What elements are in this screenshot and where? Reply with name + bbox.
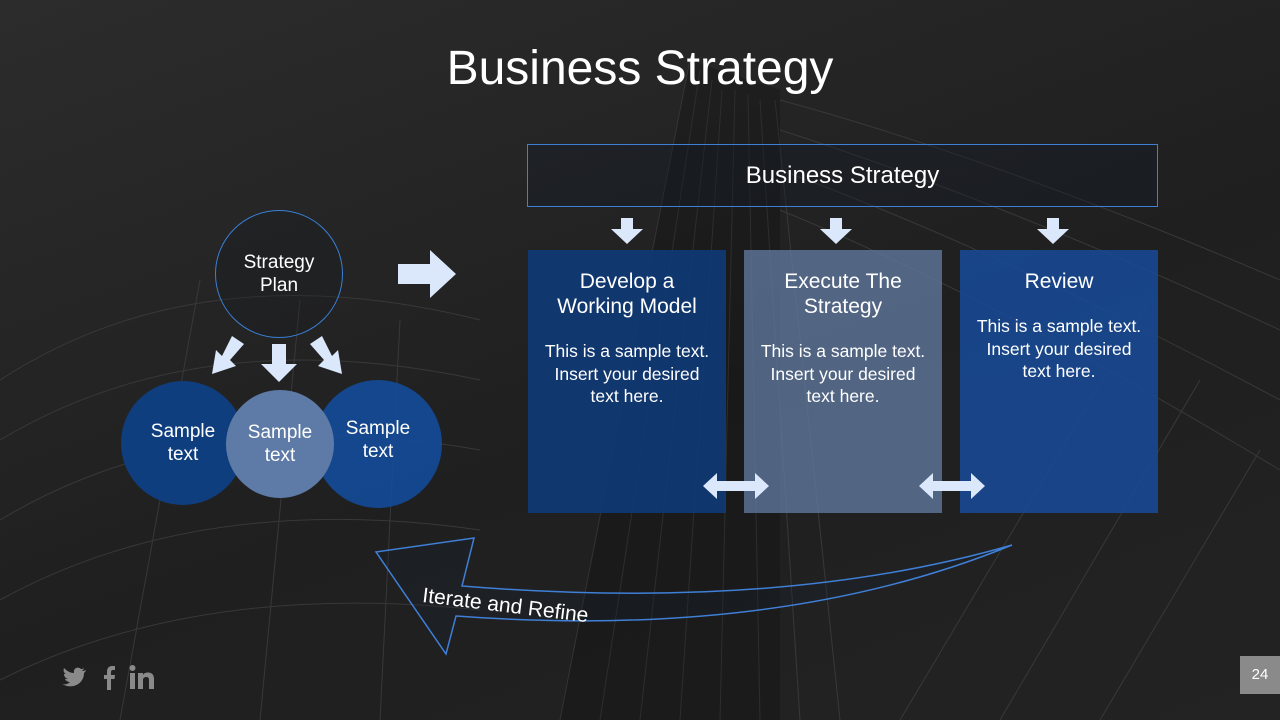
column-title: Develop a Working Model	[557, 270, 697, 318]
down-arrow-icon	[261, 344, 297, 382]
down-arrow-icon	[611, 218, 643, 244]
column-body: This is a sample text. Insert your desir…	[976, 316, 1142, 381]
strategy-plan-label: Strategy Plan	[243, 252, 315, 296]
strategy-header-box: Business Strategy	[527, 144, 1158, 207]
facebook-icon[interactable]	[96, 662, 124, 692]
down-right-arrow-icon	[310, 336, 342, 374]
sample-circle-middle: Sample text	[226, 390, 334, 498]
sample-circle-label: Sample text	[150, 421, 216, 465]
down-arrow-icon	[820, 218, 852, 244]
twitter-icon[interactable]	[60, 662, 88, 692]
column-develop-model: Develop a Working Model This is a sample…	[528, 250, 726, 513]
strategy-plan-circle: Strategy Plan	[215, 210, 343, 338]
column-body: This is a sample text. Insert your desir…	[760, 341, 926, 406]
column-review: Review This is a sample text. Insert you…	[960, 250, 1158, 513]
column-title: Review	[1024, 270, 1094, 293]
column-execute-strategy: Execute The Strategy This is a sample te…	[744, 250, 942, 513]
linkedin-icon[interactable]	[128, 662, 156, 692]
down-arrow-icon	[1037, 218, 1069, 244]
down-left-arrow-icon	[212, 336, 244, 374]
sample-circle-right: Sample text	[314, 380, 442, 508]
sample-circle-left: Sample text	[121, 381, 245, 505]
column-body: This is a sample text. Insert your desir…	[544, 341, 710, 406]
page-number-badge: 24	[1240, 656, 1280, 694]
sample-circle-label: Sample text	[345, 418, 411, 462]
double-arrow-icon	[919, 473, 985, 499]
slide-title: Business Strategy	[446, 42, 834, 95]
right-arrow-icon	[398, 250, 456, 298]
double-arrow-icon	[703, 473, 769, 499]
column-title: Execute The Strategy	[784, 270, 902, 318]
sample-circle-label: Sample text	[247, 422, 313, 466]
